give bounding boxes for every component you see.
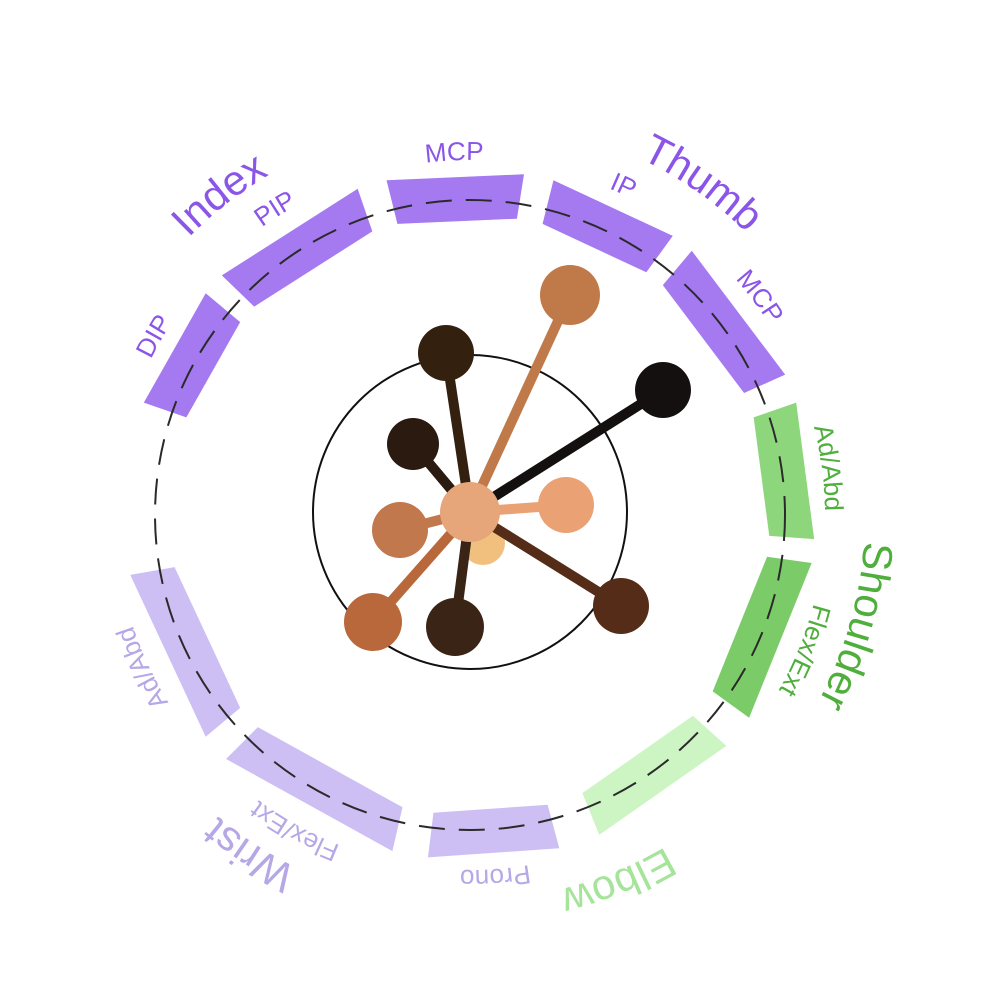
segment-elbow-seg (582, 715, 727, 835)
segment-label-thumb-ip: IP (606, 166, 641, 204)
hub-node-4 (387, 418, 439, 470)
segment-index-mcp (386, 174, 524, 224)
hub-node-6 (372, 502, 428, 558)
hub-node-2 (635, 362, 691, 418)
hub-spoke-2 (465, 385, 668, 517)
segment-index-dip (143, 293, 241, 418)
segment-shoulder-adabd (753, 402, 815, 540)
group-label-elbow: Elbow (557, 839, 684, 926)
hub-node-1 (540, 265, 600, 325)
hub-node-3 (418, 325, 474, 381)
segment-index-pip (221, 188, 373, 307)
group-label-index: Index (162, 142, 274, 244)
segment-thumb-mcp (662, 250, 786, 393)
hub-glyph (344, 265, 691, 656)
group-label-thumb: Thumb (636, 125, 773, 240)
segment-wrist-prono (427, 804, 560, 858)
segment-label-index-dip: DIP (130, 309, 178, 362)
group-label-shoulder: Shoulder (810, 540, 902, 719)
segment-label-shoulder-adabd: Ad/Abd (808, 421, 849, 511)
segment-label-index-mcp: MCP (423, 136, 483, 169)
dashed-guide-ring (154, 199, 786, 831)
hub-node-7 (344, 593, 402, 651)
segment-shoulder-flex (712, 556, 812, 718)
hub-node-5 (538, 477, 594, 533)
segment-label-wrist-prono: Prono (460, 859, 533, 894)
hub-node-9 (593, 578, 649, 634)
hub-spoke-1 (465, 290, 575, 517)
hub-center-node (440, 482, 500, 542)
hub-node-8 (426, 598, 484, 656)
